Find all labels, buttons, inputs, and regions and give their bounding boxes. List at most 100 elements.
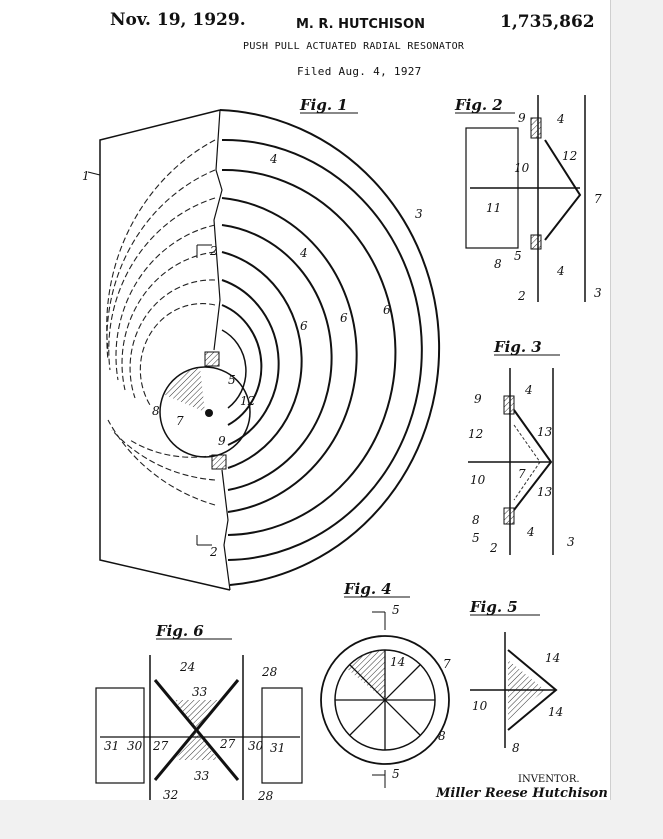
fig1-label: Fig. 1 bbox=[299, 96, 348, 114]
fig6-ref-28b: 28 bbox=[257, 789, 274, 800]
fig3-clamp-9 bbox=[503, 395, 515, 415]
fig1-resonator-rings bbox=[221, 138, 423, 561]
fig3-ref-4b: 4 bbox=[526, 525, 535, 539]
fig2-ref-11: 11 bbox=[486, 201, 501, 215]
figure-2: Fig. 2 9 4 12 10 11 7 8 5 4 2 3 bbox=[454, 95, 602, 303]
fig6-ref-31b: 31 bbox=[270, 741, 285, 755]
figure-3: Fig. 3 4 9 12 13 10 7 13 8 4 5 2 3 bbox=[468, 338, 575, 555]
fig1-ref-12: 12 bbox=[240, 394, 255, 408]
fig4-outer-ring bbox=[320, 635, 450, 765]
fig2-clamp-9 bbox=[530, 117, 542, 139]
fig4-ref-8: 8 bbox=[438, 729, 446, 743]
patent-number: 1,735,862 bbox=[500, 12, 595, 32]
fig6-ref-27b: 27 bbox=[219, 737, 236, 751]
fig2-ref-3: 3 bbox=[594, 286, 602, 300]
fig4-ref-14: 14 bbox=[390, 655, 405, 669]
fig6-ref-33b: 33 bbox=[194, 769, 210, 783]
fig1-dashed-rings bbox=[106, 139, 216, 506]
fig4-shaded-segment bbox=[346, 649, 385, 700]
figure-4: Fig. 4 5 14 7 8 5 bbox=[320, 580, 451, 788]
fig3-ref-10: 10 bbox=[470, 473, 486, 487]
fig6-ref-32: 32 bbox=[163, 788, 178, 800]
fig2-ref-12: 12 bbox=[562, 149, 577, 163]
fig3-ref-5: 5 bbox=[472, 531, 480, 545]
fig6-ref-28a: 28 bbox=[261, 665, 278, 679]
patent-sheet: Nov. 19, 1929. M. R. HUTCHISON 1,735,862… bbox=[0, 0, 610, 801]
fig2-ref-4b: 4 bbox=[556, 264, 565, 278]
fig1-ref-3: 3 bbox=[415, 207, 423, 221]
fig6-x-member-2 bbox=[153, 679, 240, 781]
figure-6: Fig. 6 24 28 33 31 30 27 27 30 31 33 32 … bbox=[95, 622, 303, 800]
fig6-label: Fig. 6 bbox=[155, 622, 204, 640]
inventor-label: INVENTOR. bbox=[518, 774, 580, 785]
fig1-center-hub bbox=[205, 409, 213, 417]
fig3-label: Fig. 3 bbox=[493, 338, 542, 356]
fig6-block-right bbox=[261, 687, 303, 784]
fig2-ref-10: 10 bbox=[514, 161, 530, 175]
fig1-ref-8: 8 bbox=[152, 404, 160, 418]
inventor-signature: Miller Reese Hutchison bbox=[436, 786, 608, 801]
fig2-ref-9: 9 bbox=[518, 111, 526, 125]
figure-1: Fig. 1 bbox=[82, 96, 441, 591]
fig1-ref-4a: 4 bbox=[269, 152, 278, 166]
fig1-ref-1: 1 bbox=[82, 169, 90, 183]
fig3-ref-9: 9 bbox=[474, 392, 482, 406]
fig1-diaphragm bbox=[159, 366, 251, 458]
fig6-ref-27a: 27 bbox=[152, 739, 169, 753]
fig1-leader-1 bbox=[87, 171, 101, 176]
fig1-ref-7: 7 bbox=[176, 414, 184, 428]
fig1-ref-4b: 4 bbox=[299, 246, 308, 260]
fig1-section-line bbox=[196, 244, 212, 546]
fig1-diaphragm-shading bbox=[165, 368, 205, 412]
fig2-ref-2: 2 bbox=[517, 289, 526, 303]
fig6-block-left bbox=[95, 687, 145, 784]
fig3-ref-4a: 4 bbox=[524, 383, 533, 397]
fig2-cone bbox=[544, 139, 582, 241]
fig4-ref-5a: 5 bbox=[392, 603, 400, 617]
fig1-ref-2b: 2 bbox=[209, 545, 218, 559]
patent-date: Nov. 19, 1929. bbox=[110, 10, 246, 30]
fig6-ref-24: 24 bbox=[179, 660, 195, 674]
fig5-label: Fig. 5 bbox=[469, 598, 518, 616]
fig1-clamp-bottom bbox=[211, 454, 227, 470]
fig2-ref-4a: 4 bbox=[556, 112, 565, 126]
fig6-shading bbox=[175, 700, 218, 760]
inventor-header: M. R. HUTCHISON bbox=[296, 17, 425, 32]
fig2-ref-5: 5 bbox=[514, 249, 522, 263]
patent-drawing: Fig. 1 bbox=[82, 95, 602, 800]
fig6-ref-31a: 31 bbox=[104, 739, 119, 753]
fig2-label: Fig. 2 bbox=[454, 96, 503, 114]
fig1-ref-9: 9 bbox=[218, 434, 226, 448]
fig1-ref-6c: 6 bbox=[383, 303, 391, 317]
patent-title: PUSH PULL ACTUATED RADIAL RESONATOR bbox=[243, 41, 465, 52]
fig2-ref-7: 7 bbox=[594, 192, 602, 206]
filed-date: Filed Aug. 4, 1927 bbox=[297, 65, 422, 78]
fig3-ref-7: 7 bbox=[518, 467, 526, 481]
fig3-ref-3: 3 bbox=[567, 535, 575, 549]
fig5-ref-14b: 14 bbox=[548, 705, 563, 719]
fig3-ref-12: 12 bbox=[468, 427, 483, 441]
fig1-clamp-top bbox=[204, 351, 220, 367]
fig4-ref-7: 7 bbox=[443, 657, 451, 671]
fig4-ref-5b: 5 bbox=[392, 767, 400, 781]
fig4-spokes bbox=[335, 650, 435, 750]
fig3-ref-13a: 13 bbox=[537, 425, 553, 439]
fig1-outer-rim bbox=[219, 109, 441, 586]
fig3-ref-2: 2 bbox=[489, 541, 498, 555]
figure-5: Fig. 5 14 10 14 8 bbox=[469, 598, 563, 755]
fig1-break-line bbox=[213, 109, 231, 591]
fig1-ref-6b: 6 bbox=[340, 311, 348, 325]
fig5-ref-8: 8 bbox=[512, 741, 520, 755]
fig4-section-arrows bbox=[372, 611, 386, 788]
fig6-ref-30b: 30 bbox=[248, 739, 264, 753]
fig6-ref-33a: 33 bbox=[192, 685, 208, 699]
fig3-ref-8: 8 bbox=[472, 513, 480, 527]
fig1-outer-cover bbox=[99, 109, 231, 591]
fig2-clamp-8 bbox=[530, 234, 542, 250]
fig1-ref-6a: 6 bbox=[300, 319, 308, 333]
fig5-ref-14a: 14 bbox=[545, 651, 560, 665]
fig3-ref-13b: 13 bbox=[537, 485, 553, 499]
fig4-label: Fig. 4 bbox=[343, 580, 392, 598]
fig1-ref-2a: 2 bbox=[209, 244, 218, 258]
fig1-ref-5: 5 bbox=[228, 373, 236, 387]
